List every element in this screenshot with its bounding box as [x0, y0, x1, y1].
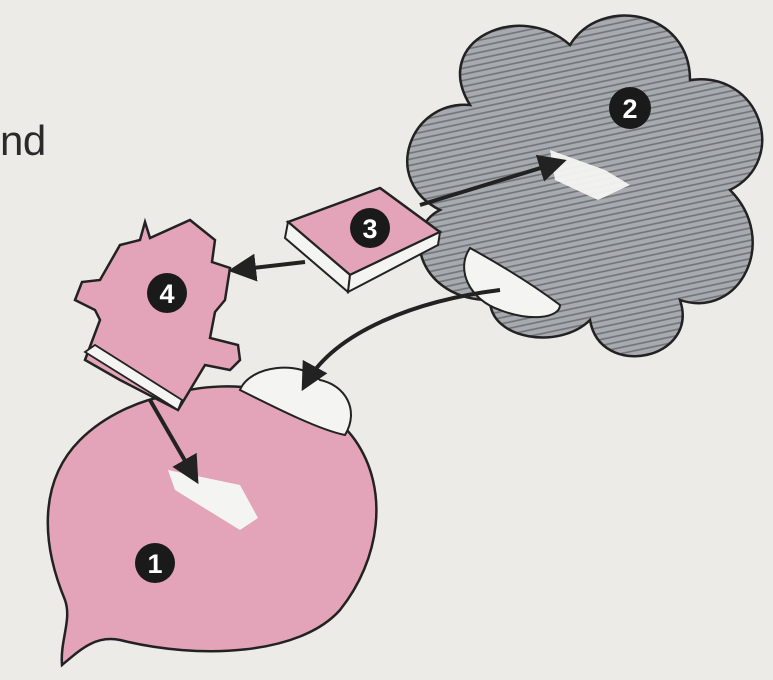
pink-house-shape	[73, 217, 242, 412]
pink-bulb-shape	[46, 366, 378, 668]
marker-1: 1	[135, 543, 175, 583]
marker-4: 4	[147, 273, 187, 313]
arrow-4-to-1	[148, 399, 199, 485]
marker-3: 3	[350, 208, 390, 248]
marker-2: 2	[609, 87, 651, 129]
marker-3-label: 3	[362, 214, 377, 244]
arrow-3-to-2	[419, 154, 567, 207]
marker-1-label: 1	[147, 549, 162, 579]
marker-2-label: 2	[622, 94, 637, 124]
arrow-cloud-to-1	[301, 288, 501, 392]
cropped-text-fragment: nd	[0, 117, 46, 164]
marker-4-label: 4	[159, 279, 174, 309]
gray-cloud-shape	[406, 14, 764, 358]
arrows	[148, 154, 567, 485]
arrow-3-to-4	[228, 253, 306, 282]
